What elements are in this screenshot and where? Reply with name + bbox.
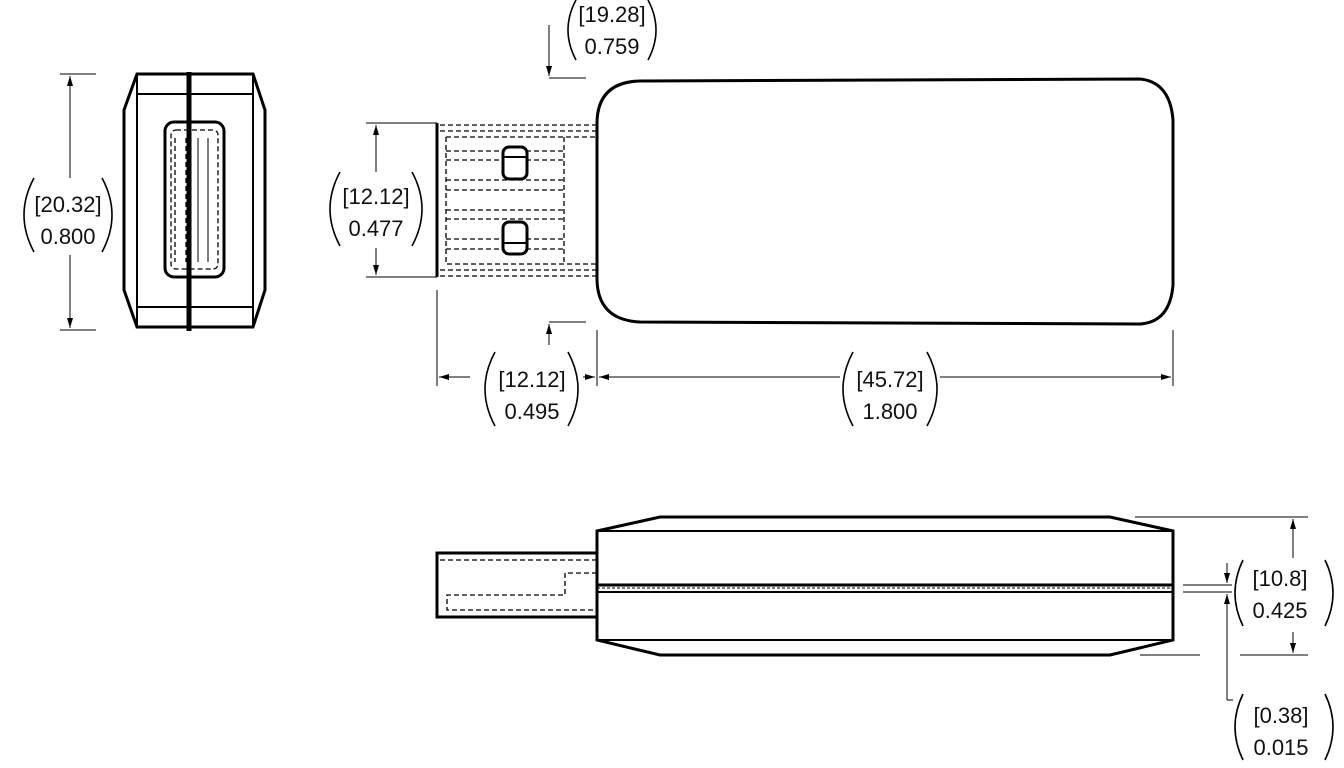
dim-thickness: [10.8] 0.425: [1135, 516, 1334, 656]
usb-port-opening: [163, 120, 226, 279]
dim-split-gap: [0.38] 0.015: [1183, 563, 1334, 761]
dim-in-label: 0.477: [348, 216, 403, 241]
dim-in-label: 0.015: [1253, 735, 1308, 760]
dim-in-label: 0.495: [504, 399, 559, 424]
dim-mm-label: [0.38]: [1253, 703, 1308, 728]
dim-mm-label: [45.72]: [856, 367, 923, 392]
dim-plug-width: [12.12] 0.477: [329, 122, 437, 278]
dim-plug-length: [12.12] 0.495: [436, 290, 598, 427]
dim-mm-label: [12.12]: [498, 367, 565, 392]
plug-hole-bottom: [501, 220, 529, 256]
dim-mm-label: [19.28]: [578, 2, 645, 27]
top-view: [435, 77, 1175, 326]
dongle-body-outline: [595, 77, 1175, 326]
dim-mm-label: [20.32]: [34, 192, 101, 217]
end-view: [122, 72, 267, 331]
dim-in-label: 0.800: [40, 224, 95, 249]
side-view: [435, 515, 1175, 657]
dim-overall-height: [20.32] 0.800: [23, 73, 113, 331]
dim-body-length: [45.72] 1.800: [599, 330, 1174, 427]
dim-plug-offset: [19.28] 0.759: [546, 0, 657, 345]
dim-in-label: 0.425: [1252, 598, 1307, 623]
dim-mm-label: [10.8]: [1252, 566, 1307, 591]
plug-hole-top: [501, 145, 529, 181]
dim-mm-label: [12.12]: [342, 184, 409, 209]
dim-in-label: 0.759: [584, 34, 639, 59]
dim-in-label: 1.800: [862, 399, 917, 424]
